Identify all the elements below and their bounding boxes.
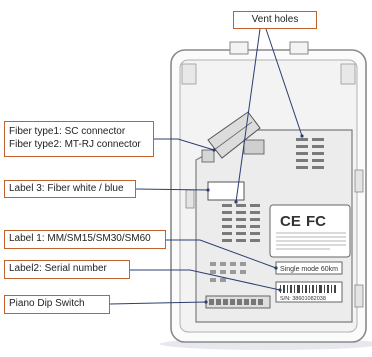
side-clip	[354, 284, 364, 308]
serial-text: S/N: 38601082038	[280, 296, 326, 302]
vent-holes-upper	[296, 138, 324, 169]
callout-dip-switch: Piano Dip Switch	[4, 295, 110, 314]
leader-label2	[130, 269, 281, 291]
callout-label2-text: Label2: Serial number	[9, 263, 107, 274]
leader-label3	[135, 188, 209, 191]
side-clip	[185, 189, 195, 209]
callout-label3-text: Label 3: Fiber white / blue	[9, 183, 124, 194]
callout-label1: Label 1: MM/SM15/SM30/SM60	[4, 230, 166, 249]
pcb-components	[210, 262, 246, 282]
leader-dip	[109, 301, 207, 305]
callout-vent-holes: Vent holes	[233, 11, 317, 29]
callout-dip-switch-text: Piano Dip Switch	[9, 298, 85, 309]
callout-label3: Label 3: Fiber white / blue	[4, 180, 136, 198]
leader-vent-lower	[235, 28, 261, 203]
compliance-sticker	[269, 204, 351, 258]
leader-label1	[166, 239, 277, 269]
callout-fiber-type1-text: Fiber type1: SC connector	[9, 126, 126, 137]
vent-holes-lower	[222, 204, 260, 242]
callout-vent-holes-text: Vent holes	[251, 14, 299, 25]
leader-vent-upper	[265, 28, 303, 137]
ce-mark: CE	[280, 213, 301, 230]
side-clip	[354, 169, 364, 193]
fc-mark: FC	[306, 213, 326, 230]
corner-tab	[340, 63, 356, 85]
dip-switch	[205, 295, 271, 309]
leader-arrowheads	[204, 134, 304, 304]
callout-label1-text: Label 1: MM/SM15/SM30/SM60	[9, 233, 151, 244]
leader-fiber	[154, 138, 215, 151]
callout-fiber-type2-text: Fiber type2: MT-RJ connector	[9, 139, 141, 150]
leader-lines	[109, 28, 303, 305]
corner-tab	[181, 63, 197, 85]
mode-label-text: Single mode 60km	[280, 266, 338, 273]
callout-fiber-type: Fiber type1: SC connector Fiber type2: M…	[4, 121, 154, 157]
callout-label2: Label2: Serial number	[4, 260, 130, 279]
mount-tab	[289, 41, 309, 55]
barcode	[280, 285, 336, 293]
fine-print	[276, 232, 346, 250]
mount-tab	[229, 41, 249, 55]
